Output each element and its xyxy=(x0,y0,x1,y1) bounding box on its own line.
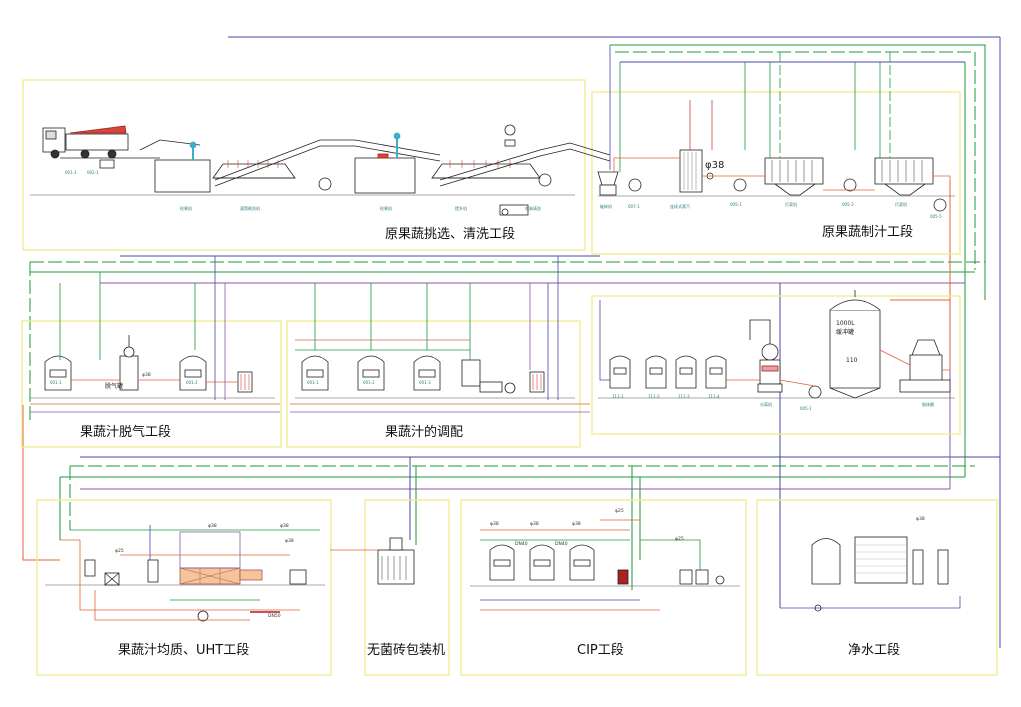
svg-text:001-3: 001-3 xyxy=(419,380,431,385)
svg-text:φ25: φ25 xyxy=(615,508,624,514)
aseptic-equipment xyxy=(330,537,415,585)
svg-text:001-2: 001-2 xyxy=(186,380,198,385)
water-equipment xyxy=(780,536,961,612)
washing-section-label: 原果蔬挑选、清洗工段 xyxy=(385,227,515,242)
degas-section-box xyxy=(21,320,282,448)
juicing-tags: 破碎机 007-1 连续式蒸汽 005-1 打浆机 005-3 打浆机 005-… xyxy=(600,201,942,219)
svg-text:φ38: φ38 xyxy=(572,521,581,527)
phi38-label-degas: φ38 xyxy=(142,372,151,378)
svg-text:φ38: φ38 xyxy=(916,516,925,522)
svg-text:φ38: φ38 xyxy=(285,538,294,544)
svg-text:005-3: 005-3 xyxy=(842,202,854,207)
svg-text:φ25: φ25 xyxy=(675,536,684,542)
svg-text:φ38: φ38 xyxy=(208,523,217,529)
svg-text:002-1: 002-1 xyxy=(87,170,99,175)
uht-section-label: 果蔬汁均质、UHT工段 xyxy=(118,643,249,658)
svg-text:001-1: 001-1 xyxy=(65,170,77,175)
svg-text:111-4: 111-4 xyxy=(708,394,720,399)
cip-section-label: CIP工段 xyxy=(577,643,624,658)
svg-text:DN50: DN50 xyxy=(268,613,281,619)
degas-tank-label: 脱气罐 xyxy=(105,382,123,390)
water-section-label: 净水工段 xyxy=(848,643,900,658)
svg-text:打浆机: 打浆机 xyxy=(785,201,797,207)
svg-text:DN40: DN40 xyxy=(515,541,528,547)
svg-text:111-2: 111-2 xyxy=(648,394,660,399)
juicing-section-label: 原果蔬制汁工段 xyxy=(822,225,913,240)
uht-equipment xyxy=(45,525,325,622)
blending-section-box xyxy=(286,320,581,448)
degas-equipment xyxy=(30,256,280,413)
svg-text:打浆机: 打浆机 xyxy=(895,201,907,207)
svg-text:005-1: 005-1 xyxy=(730,202,742,207)
degas-tags: 001-1 001-2 xyxy=(50,380,198,385)
svg-text:007-1: 007-1 xyxy=(628,204,640,209)
uht-tags: φ25 φ38 φ38 φ38 DN50 xyxy=(115,523,294,619)
juicing-section-box xyxy=(591,91,961,255)
svg-text:连续式蒸汽: 连续式蒸汽 xyxy=(670,203,690,209)
svg-text:分离机: 分离机 xyxy=(760,401,772,407)
svg-text:111-3: 111-3 xyxy=(678,394,690,399)
svg-text:φ25: φ25 xyxy=(115,548,124,554)
juicing-lower-box xyxy=(591,295,961,435)
svg-text:001-1: 001-1 xyxy=(50,380,62,385)
water-tags: φ38 xyxy=(916,516,925,522)
svg-text:提升机: 提升机 xyxy=(455,205,467,211)
washing-tags: 001-1 002-1 检果机 滚筒刷洗机 检果机 提升机 喷淋清洗 xyxy=(65,170,541,211)
juicing-lower-tags: 111-1 111-2 111-3 111-4 分离机 005-1 胶体磨 xyxy=(612,394,934,411)
svg-text:DN40: DN40 xyxy=(555,541,568,547)
svg-text:检果机: 检果机 xyxy=(380,205,392,211)
truck-icon xyxy=(42,125,129,159)
svg-text:111-1: 111-1 xyxy=(612,394,624,399)
tank-1000l-sub: 缓冲罐 xyxy=(836,328,854,336)
svg-text:φ38: φ38 xyxy=(280,523,289,529)
cip-tags: φ38 φ38 φ38 φ25 φ25 DN40 DN40 xyxy=(490,508,684,547)
uht-section-box xyxy=(36,499,332,676)
svg-text:005-1: 005-1 xyxy=(800,406,812,411)
water-section-box xyxy=(756,499,998,676)
svg-text:胶体磨: 胶体磨 xyxy=(922,401,934,407)
washing-equipment xyxy=(30,124,611,216)
svg-text:喷淋清洗: 喷淋清洗 xyxy=(525,205,541,211)
tank-110-label: 110 xyxy=(846,357,858,364)
juicing-equipment xyxy=(597,45,955,212)
section-borders xyxy=(21,79,998,676)
svg-text:φ38: φ38 xyxy=(490,521,499,527)
svg-text:检果机: 检果机 xyxy=(180,205,192,211)
svg-text:001-1: 001-1 xyxy=(307,380,319,385)
juicing-lower-equipment xyxy=(598,290,955,399)
svg-text:φ38: φ38 xyxy=(530,521,539,527)
blending-section-label: 果蔬汁的调配 xyxy=(385,424,463,440)
aseptic-section-label: 无菌砖包装机 xyxy=(367,643,445,658)
cip-equipment xyxy=(470,519,740,611)
blending-tags: 001-1 001-2 001-3 xyxy=(307,380,431,385)
svg-text:破碎机: 破碎机 xyxy=(600,203,612,209)
aseptic-section-box xyxy=(364,499,450,676)
cip-section-box xyxy=(460,499,747,676)
svg-text:005-5: 005-5 xyxy=(930,214,942,219)
blending-equipment xyxy=(290,256,590,413)
svg-text:滚筒刷洗机: 滚筒刷洗机 xyxy=(240,205,260,211)
utility-pipes xyxy=(22,36,1001,648)
tank-1000l-label: 1000L xyxy=(836,320,855,327)
degas-section-label: 果蔬汁脱气工段 xyxy=(80,424,171,440)
phi38-label-juicing: φ38 xyxy=(705,160,724,171)
washing-section-box xyxy=(22,79,586,251)
svg-text:001-2: 001-2 xyxy=(363,380,375,385)
